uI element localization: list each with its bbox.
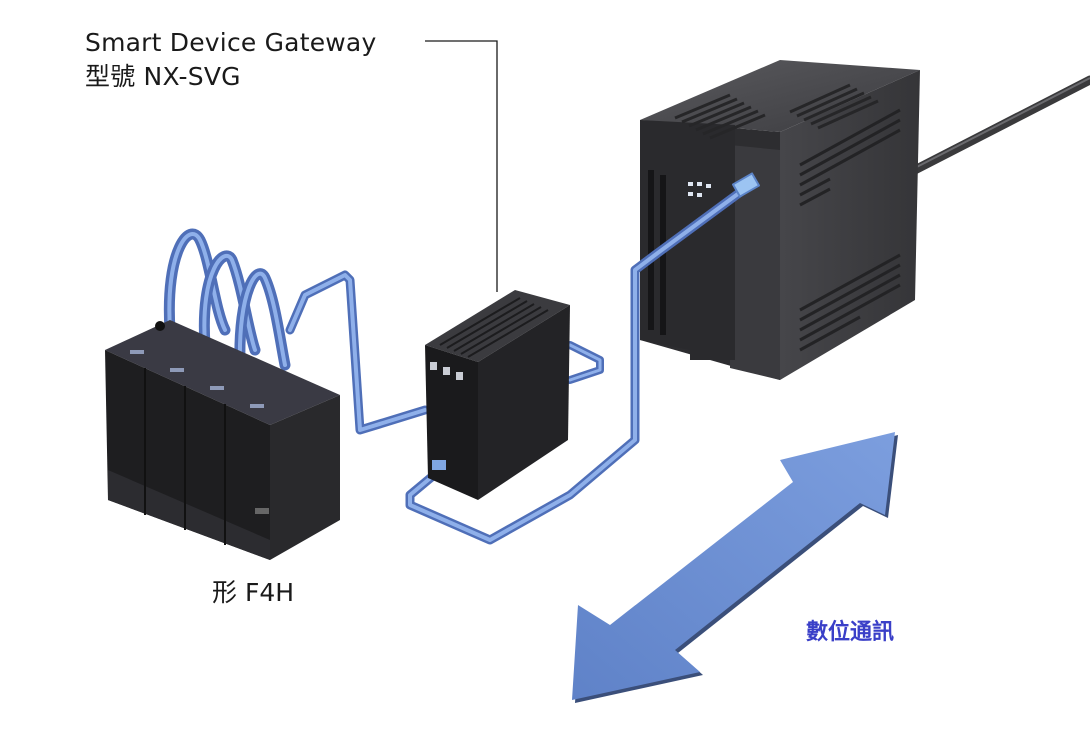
f4h-module-dividers (144, 368, 226, 545)
plc-top-vents (674, 83, 879, 140)
gateway-port-connector (432, 460, 446, 470)
digital-communication-label: 數位通訊 (806, 620, 895, 645)
smart-device-gateway (425, 290, 570, 500)
gateway-top-vents (439, 297, 549, 358)
f4h-controller-stack (105, 228, 340, 560)
f4h-top-details (130, 350, 264, 408)
plc-side-vents (799, 108, 901, 352)
plc-leds (688, 182, 711, 197)
gateway-indicators (430, 362, 463, 380)
leader-line (425, 40, 498, 292)
gateway-title: Smart Device Gateway (85, 28, 377, 57)
gateway-model: 型號 NX-SVG (85, 62, 241, 91)
plc-controller (640, 60, 920, 380)
controller-label: 形 F4H (212, 578, 295, 607)
f4h-logo (255, 508, 269, 514)
gateway-label: Smart Device Gateway 型號 NX-SVG (85, 26, 376, 94)
f4h-cable-loops (163, 228, 291, 371)
ethernet-cables (285, 172, 761, 545)
f4h-knob (155, 321, 165, 331)
plc-power-cable (900, 75, 1090, 180)
bidirectional-arrow (572, 432, 898, 703)
plc-terminals (648, 170, 666, 335)
